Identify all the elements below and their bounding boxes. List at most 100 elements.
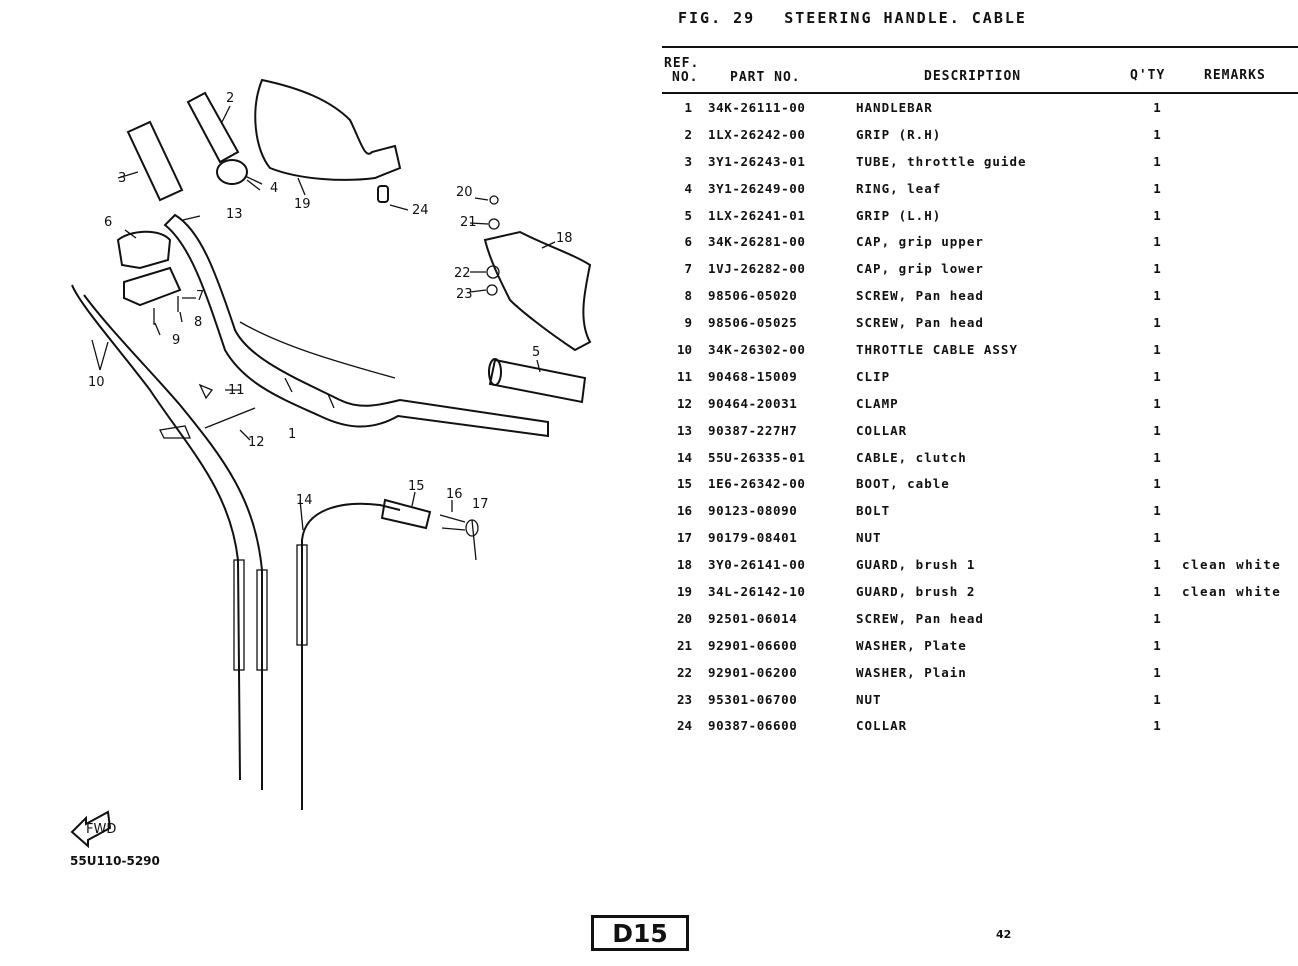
throttle-cable-drawing	[71, 284, 241, 781]
ref-number: 11	[676, 368, 692, 384]
ref-number: 7	[684, 261, 692, 277]
clutch-cable-drawing	[301, 502, 401, 810]
description: NUT	[856, 691, 882, 707]
header-ref-line2: NO.	[672, 70, 699, 85]
callout-19: 19	[294, 197, 311, 212]
part-number: 90464-20031	[708, 395, 798, 411]
part-number: 92901-06600	[708, 637, 798, 653]
part-number: 1E6-26342-00	[708, 476, 806, 492]
callout-15: 15	[408, 479, 425, 494]
callout-22: 22	[454, 266, 471, 281]
part-number: 1VJ-26282-00	[708, 261, 806, 277]
description: SCREW, Pan head	[856, 288, 984, 304]
callout-labels: 1 2 3 4 5 6 7 8 9 10 11 12 13 14 15 16 1…	[88, 91, 573, 512]
exploded-diagram-svg: FWD 1 2 3 4 5 6 7 8 9 10 11 12 13 14 15 …	[70, 78, 592, 849]
description: WASHER, Plate	[856, 637, 967, 653]
ref-number: 21	[676, 637, 692, 653]
fwd-label: FWD	[86, 822, 116, 837]
part-number: 1LX-26241-01	[708, 207, 806, 223]
callout-24: 24	[412, 203, 429, 218]
part-number: 34L-26142-10	[708, 584, 806, 600]
callout-6: 6	[104, 215, 112, 230]
guard-2-drawing	[254, 78, 402, 181]
callout-7: 7	[196, 289, 204, 304]
part-number: 90387-06600	[708, 718, 798, 734]
callout-17: 17	[472, 497, 489, 512]
cap-lower-drawing	[123, 266, 182, 307]
remarks: clean white	[1182, 584, 1282, 600]
quantity: 1	[1153, 153, 1161, 169]
quantity: 1	[1153, 342, 1161, 358]
callout-1: 1	[288, 427, 296, 442]
callout-13: 13	[226, 207, 243, 222]
handlebar-drawing	[163, 213, 549, 438]
part-number: 34K-26281-00	[708, 234, 806, 250]
description: COLLAR	[856, 718, 908, 734]
description: HANDLEBAR	[856, 100, 933, 115]
figure-name: STEERING HANDLE. CABLE	[784, 9, 1027, 27]
ref-number: 19	[676, 584, 692, 600]
ref-number: 5	[684, 207, 692, 223]
quantity: 1	[1153, 476, 1161, 492]
callout-8: 8	[194, 315, 202, 330]
ref-number: 1	[684, 100, 692, 115]
quantity: 1	[1153, 557, 1161, 573]
page-number: 42	[996, 928, 1012, 941]
part-number: 34K-26111-00	[708, 100, 806, 115]
header-remarks: REMARKS	[1204, 68, 1266, 83]
exploded-diagram: FWD 1 2 3 4 5 6 7 8 9 10 11 12 13 14 15 …	[0, 60, 640, 880]
ref-number: 8	[684, 288, 692, 304]
quantity: 1	[1153, 584, 1161, 600]
quantity: 1	[1153, 395, 1161, 411]
description: WASHER, Plain	[856, 664, 967, 680]
description: GUARD, brush 2	[856, 584, 976, 600]
description: CLAMP	[856, 395, 899, 411]
ref-number: 3	[684, 153, 692, 169]
description: THROTTLE CABLE ASSY	[856, 342, 1018, 358]
header-part-no: PART NO.	[730, 70, 801, 85]
ref-number: 2	[684, 126, 692, 142]
quantity: 1	[1153, 449, 1161, 465]
ref-number: 4	[684, 180, 692, 196]
quantity: 1	[1153, 180, 1161, 196]
throttle-tube-drawing	[126, 120, 184, 202]
table-row: 19 34L-26142-10 GUARD, brush 2 1 clean white	[662, 584, 1298, 611]
description: CAP, grip upper	[856, 234, 984, 250]
quantity: 1	[1153, 261, 1161, 277]
ref-number: 16	[676, 503, 692, 519]
table-top-rule	[662, 46, 1298, 48]
table-header: REF. NO. PART NO. DESCRIPTION Q'TY REMAR…	[662, 56, 1298, 96]
quantity: 1	[1153, 691, 1161, 707]
callout-4: 4	[270, 181, 278, 196]
fwd-arrow-icon	[70, 810, 112, 849]
callout-11: 11	[228, 383, 245, 398]
quantity: 1	[1153, 288, 1161, 304]
figure-title: FIG. 29 STEERING HANDLE. CABLE	[678, 9, 1045, 27]
callout-12: 12	[248, 435, 265, 450]
figure-label: FIG. 29	[678, 9, 756, 27]
quantity: 1	[1153, 234, 1161, 250]
quantity: 1	[1153, 530, 1161, 546]
part-number: 3Y1-26243-01	[708, 153, 806, 169]
ref-number: 10	[676, 342, 692, 358]
description: CLIP	[856, 368, 891, 384]
description: CABLE, clutch	[856, 449, 967, 465]
ref-number: 17	[676, 530, 692, 546]
description: GRIP (R.H)	[856, 126, 942, 142]
quantity: 1	[1153, 664, 1161, 680]
